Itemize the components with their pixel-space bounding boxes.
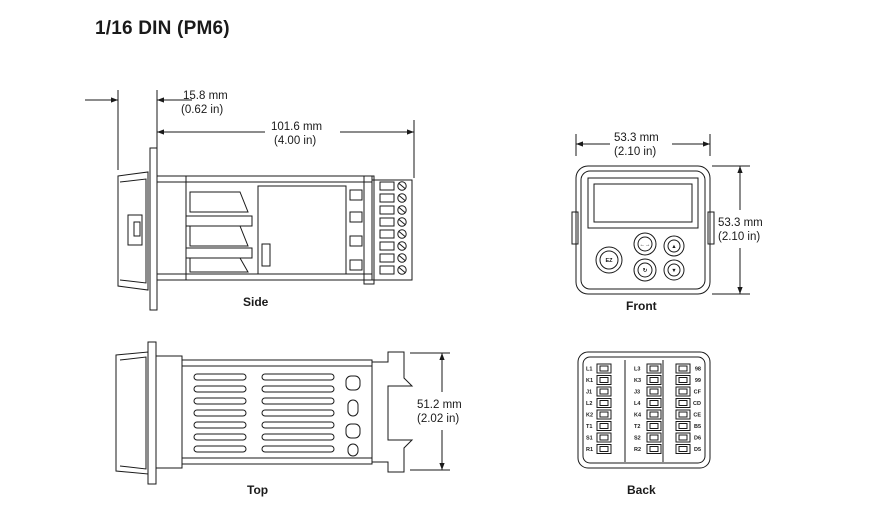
infinity-button[interactable]: ↻ (643, 267, 648, 274)
down-arrow-button[interactable]: ▼ (671, 268, 676, 274)
terminal-label: B5 (694, 424, 701, 430)
terminal-label: D6 (694, 436, 701, 442)
terminal-slot (675, 363, 691, 374)
terminal-slot (675, 421, 691, 431)
terminal-label: K3 (634, 378, 641, 384)
front-height-mm: 53.3 mm (718, 217, 763, 229)
terminal-screw (397, 193, 407, 203)
vent-slot (193, 433, 247, 441)
terminal-screw (397, 181, 407, 191)
terminal-slot (596, 375, 612, 385)
back-caption: Back (627, 483, 656, 497)
terminal-label: K4 (634, 413, 642, 419)
top-caption: Top (247, 483, 268, 497)
terminal-slot (646, 444, 662, 454)
vent-slots (193, 373, 335, 453)
terminal-label: K1 (586, 378, 593, 384)
terminal-label: J1 (586, 390, 592, 396)
up-arrow-button[interactable]: ▲ (671, 244, 676, 250)
terminal-slot (675, 444, 691, 454)
vent-slot (193, 421, 247, 429)
terminal-label: T1 (586, 424, 592, 430)
terminal-label: 98 (695, 367, 701, 373)
terminal-slot (596, 421, 612, 431)
terminal-screw (397, 229, 407, 239)
terminal-slot (596, 386, 612, 397)
terminal-slot (646, 421, 662, 431)
side-caption: Side (243, 295, 269, 309)
terminal-slot (596, 398, 612, 408)
front-view: 53.3 mm (2.10 in) 53.3 mm (2.10 in) (571, 132, 763, 295)
terminal-label: L2 (586, 401, 592, 407)
vent-slot (261, 433, 335, 441)
terminal-slot (675, 386, 691, 397)
terminal-label: R2 (634, 447, 641, 453)
vent-slot (261, 385, 335, 393)
vent-slot (193, 445, 247, 453)
terminal-label: J3 (634, 390, 640, 396)
terminal-slot (596, 444, 612, 454)
front-height-in: (2.10 in) (718, 231, 760, 243)
terminal-screw (397, 265, 407, 275)
terminal-label: 99 (695, 378, 701, 384)
terminal-label: S2 (634, 436, 641, 442)
terminal-label: K2 (586, 413, 593, 419)
vent-slot (261, 421, 335, 429)
vent-slot (193, 397, 247, 405)
terminal-label: S1 (586, 436, 593, 442)
terminal-slot (646, 363, 662, 374)
advance-button[interactable]: ←→ (640, 242, 651, 248)
terminal-screws (379, 181, 407, 275)
terminal-screw (397, 253, 407, 263)
vent-slot (261, 397, 335, 405)
ez-button[interactable]: EZ (605, 258, 613, 264)
terminal-slot (596, 432, 612, 443)
terminal-label: CF (694, 390, 702, 396)
terminal-label: CE (693, 413, 701, 419)
terminal-slot (646, 398, 662, 408)
terminal-slot (675, 398, 691, 408)
terminal-screw (397, 205, 407, 215)
top-height-mm: 51.2 mm (417, 399, 462, 411)
top-height-in: (2.02 in) (417, 413, 459, 425)
terminal-slot (675, 432, 691, 443)
terminal-slot (646, 375, 662, 385)
terminal-label: T2 (634, 424, 640, 430)
terminal-screw (397, 217, 407, 227)
side-bezel-mm: 15.8 mm (183, 90, 228, 102)
terminal-slot (646, 409, 662, 420)
vent-slot (193, 385, 247, 393)
front-width-mm: 53.3 mm (614, 132, 659, 144)
top-view: 51.2 mm (2.02 in) (115, 341, 462, 485)
vent-slot (261, 409, 335, 417)
vent-slot (261, 373, 335, 381)
terminal-label: L1 (586, 367, 592, 373)
terminal-slot (646, 432, 662, 443)
terminal-slot (646, 386, 662, 397)
terminal-label: R1 (586, 447, 593, 453)
terminal-slot (596, 409, 612, 420)
vent-slot (193, 373, 247, 381)
terminal-blocks (596, 363, 691, 454)
terminal-label: L4 (634, 401, 641, 407)
terminal-slot (675, 409, 691, 420)
terminal-label: CD (693, 401, 701, 407)
front-width-in: (2.10 in) (614, 146, 656, 158)
side-bezel-in: (0.62 in) (181, 104, 223, 116)
vent-slot (193, 409, 247, 417)
side-depth-in: (4.00 in) (274, 135, 316, 147)
terminal-slot (596, 363, 612, 374)
terminal-screw (397, 241, 407, 251)
back-view (577, 351, 711, 469)
front-caption: Front (626, 299, 657, 313)
side-view: 15.8 mm (0.62 in) 101.6 mm (4.00 in) (85, 90, 415, 311)
page-title: 1/16 DIN (PM6) (95, 18, 230, 39)
vent-slot (261, 445, 335, 453)
terminal-label: L3 (634, 367, 640, 373)
side-depth-mm: 101.6 mm (271, 121, 322, 133)
terminal-slot (675, 375, 691, 385)
terminal-label: D5 (694, 447, 701, 453)
